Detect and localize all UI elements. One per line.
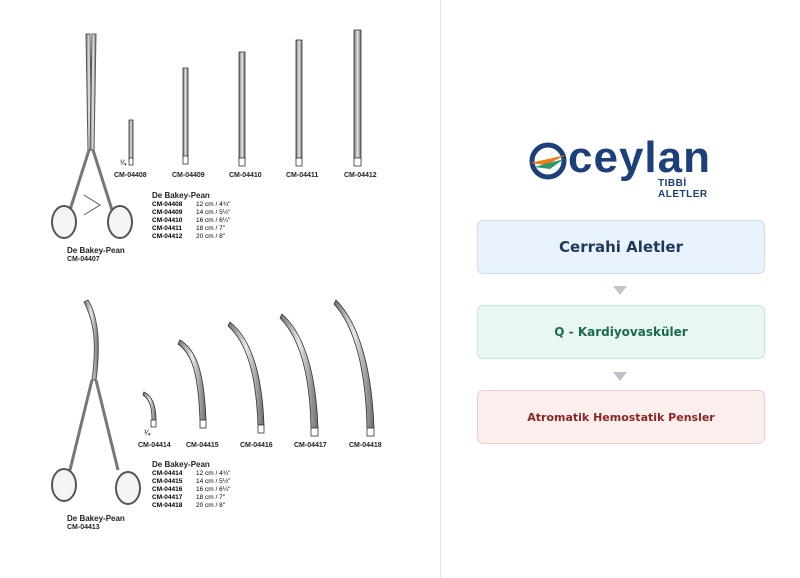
code-label: CM-04414 (138, 442, 171, 449)
instrument-name: De Bakey-Pean (67, 246, 125, 255)
instrument-code: CM-04407 (67, 256, 100, 263)
code-label: CM-04418 (349, 442, 382, 449)
clamp-curved-icon (51, 299, 141, 505)
category-level-3-button[interactable]: Atromatik Hemostatik Pensler (477, 390, 765, 444)
down-arrow-icon (613, 286, 627, 295)
brand-logo[interactable]: ceylan TIBBİ ALETLER (526, 133, 726, 200)
code-label: CM-04416 (240, 442, 273, 449)
code-label: CM-04410 (229, 172, 262, 179)
clamp-straight-icon (51, 33, 133, 239)
jaw-straight-icons (128, 29, 362, 167)
category-level-2-label: Q - Kardiyovasküler (554, 325, 688, 339)
category-level-2-button[interactable]: Q - Kardiyovasküler (477, 305, 765, 359)
catalog-panel: ¼ CM-04408 CM-04409 CM-04410 CM-04411 CM… (51, 29, 382, 531)
code-label: CM-04409 (172, 172, 205, 179)
panel-divider (440, 0, 441, 578)
instrument-name: De Bakey-Pean (67, 514, 125, 523)
code-label: CM-04417 (294, 442, 327, 449)
down-arrow-icon (613, 372, 627, 381)
scale-label: ¼ (120, 160, 126, 167)
category-level-1-button[interactable]: Cerrahi Aletler (477, 220, 765, 274)
brand-name: ceylan (568, 133, 711, 182)
code-label: CM-04412 (344, 172, 377, 179)
brand-subtitle: TIBBİ ALETLER (658, 178, 708, 200)
ceylan-logo-icon (529, 142, 567, 180)
spec-title: De Bakey-Pean (152, 191, 210, 200)
category-level-3-label: Atromatik Hemostatik Pensler (527, 410, 715, 424)
code-label: CM-04408 (114, 172, 147, 179)
spec-title: De Bakey-Pean (152, 460, 210, 469)
code-label: CM-04415 (186, 442, 219, 449)
instrument-illustrations (51, 29, 375, 505)
jaw-curved-icons (142, 299, 375, 437)
code-label: CM-04411 (286, 172, 319, 179)
navigation-panel: ceylan TIBBİ ALETLER Cerrahi Aletler Q -… (441, 0, 800, 578)
scale-label: ¼ (144, 430, 150, 437)
category-level-1-label: Cerrahi Aletler (559, 238, 683, 256)
instrument-code: CM-04413 (67, 524, 100, 531)
